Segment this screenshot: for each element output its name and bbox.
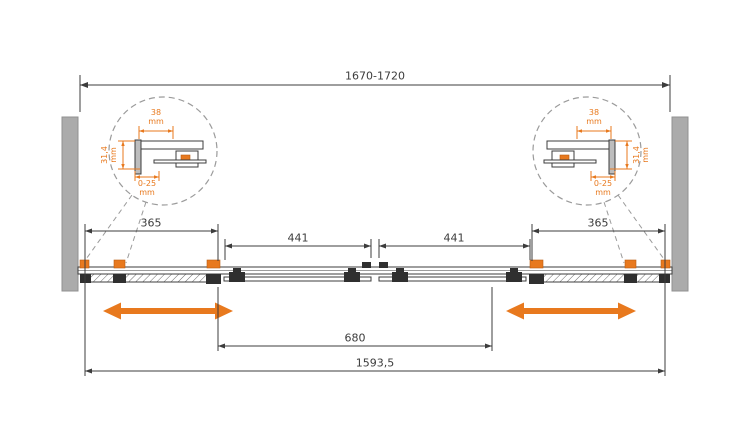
detail-right-gap-label: 0-25 mm (593, 178, 613, 197)
detail-callout-right (532, 96, 642, 206)
slide-arrow-left (103, 302, 233, 320)
dim-441-right (378, 239, 531, 260)
dim-overall-label: 1670-1720 (345, 69, 405, 83)
dim-365-left (84, 224, 219, 261)
wall-right (671, 116, 689, 292)
detail-right-depth-label: 31,4 mm (631, 146, 650, 164)
door-panel-right (378, 276, 527, 282)
detail-leader-lines (83, 194, 667, 264)
slide-arrows (103, 302, 636, 320)
dim-680 (217, 287, 493, 351)
track-assembly (77, 259, 673, 284)
detail-left-width-label: 38 mm (148, 107, 164, 126)
wall-left (61, 116, 79, 292)
dim-right-door-label: 441 (443, 231, 465, 245)
slide-arrow-right (506, 302, 636, 320)
dim-1593 (84, 261, 666, 376)
dim-glass-total-label: 1593,5 (355, 356, 395, 370)
detail-callout-left (108, 96, 218, 206)
detail-left-depth-label: 31,4 mm (99, 146, 118, 164)
dim-left-fixed-label: 365 (140, 216, 162, 230)
dim-overall (79, 75, 671, 112)
roller-brackets (229, 262, 522, 282)
glass-panel-right (531, 273, 665, 283)
detail-right-width-label: 38 mm (586, 107, 602, 126)
detail-circle-right (532, 96, 642, 206)
dim-left-door-label: 441 (287, 231, 309, 245)
dim-door-span-label: 680 (344, 331, 366, 345)
dim-441-left (224, 239, 372, 260)
dim-365-right (531, 224, 666, 261)
door-panel-left (223, 276, 372, 282)
dim-right-fixed-label: 365 (587, 216, 609, 230)
detail-circle-left (108, 96, 218, 206)
glass-panel-left (85, 273, 219, 283)
detail-left-gap-label: 0-25 mm (137, 178, 157, 197)
